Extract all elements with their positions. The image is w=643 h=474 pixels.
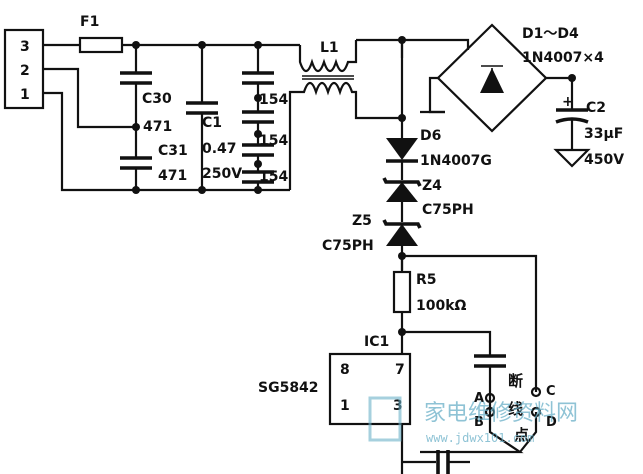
cap-154-1-value: 154	[259, 92, 288, 108]
fuse-f1: F1	[78, 14, 124, 54]
c31-ref: C31	[158, 143, 188, 159]
connector-pin-2-label: 2	[20, 63, 30, 79]
watermark: 家电维修资料网 www.jdwx101.com	[368, 396, 578, 445]
c30-value: 471	[143, 119, 172, 135]
r5-value: 100kΩ	[416, 298, 467, 314]
label-a: A	[474, 391, 484, 406]
d6-ref: D6	[420, 128, 441, 144]
z5-part: C75PH	[322, 238, 374, 254]
diode-chain: D6 1N4007G Z4 C75PH Z5 C75PH	[322, 118, 492, 270]
watermark-url: www.jdwx101.com	[426, 431, 534, 445]
inductor-l1: L1	[298, 38, 404, 120]
r5-ref: R5	[416, 272, 437, 288]
c2-value: 33μF	[584, 126, 623, 142]
capacitor-stack-154: 154 154 154	[242, 71, 288, 185]
c1-value: 0.47	[202, 141, 237, 157]
c2-ref: C2	[586, 100, 606, 116]
label-b: B	[474, 415, 484, 430]
z4-ref: Z4	[422, 178, 442, 194]
bypass-network: A B C D 断 线 点	[402, 330, 557, 474]
annotation-line: 线	[508, 400, 523, 418]
resistor-r5: R5 100kΩ	[392, 254, 538, 392]
connector: 3 2 1	[3, 28, 45, 110]
inductor-l1-label: L1	[320, 40, 339, 56]
fuse-f1-label: F1	[80, 14, 99, 30]
test-point-c	[530, 386, 542, 398]
test-point-d	[530, 406, 542, 418]
c2-polarity: +	[562, 94, 574, 110]
d6-part: 1N4007G	[420, 153, 492, 169]
ic1-pin-1: 1	[340, 398, 350, 414]
junction-dots	[132, 36, 576, 336]
c30-ref: C30	[142, 91, 172, 107]
capacitor-c31: C31 471	[120, 143, 188, 184]
c31-value: 471	[158, 168, 187, 184]
diode-d6-symbol	[386, 138, 418, 160]
ic1-pin-8: 8	[340, 362, 350, 378]
cap-154-3-value: 154	[259, 169, 288, 185]
bridge-ref: D1～D4	[522, 26, 579, 42]
watermark-text: 家电维修资料网	[424, 401, 578, 426]
c2-voltage: 450V	[584, 152, 624, 168]
capacitor-c1: C1 0.47 250V	[186, 101, 242, 182]
bridge-part: 1N4007×4	[522, 50, 604, 66]
test-point-b	[484, 406, 496, 418]
capacitor-c2: + C2 33μF 450V	[553, 78, 624, 168]
ic1-pin-3: 3	[393, 398, 403, 414]
zener-z5-symbol	[386, 224, 418, 246]
ic1-pin-7: 7	[395, 362, 405, 378]
capacitor-c30: C30 471	[120, 71, 172, 135]
z5-ref: Z5	[352, 213, 372, 229]
connector-pin-1-label: 1	[20, 87, 30, 103]
ic1-ref: IC1	[364, 334, 389, 350]
zener-z4-symbol	[386, 182, 418, 202]
ic1-part: SG5842	[258, 380, 319, 396]
c1-voltage: 250V	[202, 166, 242, 182]
connector-pin-3-label: 3	[20, 39, 30, 55]
c1-ref: C1	[202, 115, 222, 131]
z4-part: C75PH	[422, 202, 474, 218]
annotation-break: 断	[508, 372, 523, 390]
ic1-sg5842: 8 7 1 3 IC1 SG5842	[258, 332, 412, 474]
label-d: D	[546, 415, 557, 430]
cap-154-2-value: 154	[259, 133, 288, 149]
bridge-rectifier: D1～D4 1N4007×4	[402, 23, 604, 133]
test-point-a	[484, 392, 496, 404]
annotation-point: 点	[514, 426, 529, 444]
label-c: C	[546, 384, 556, 399]
